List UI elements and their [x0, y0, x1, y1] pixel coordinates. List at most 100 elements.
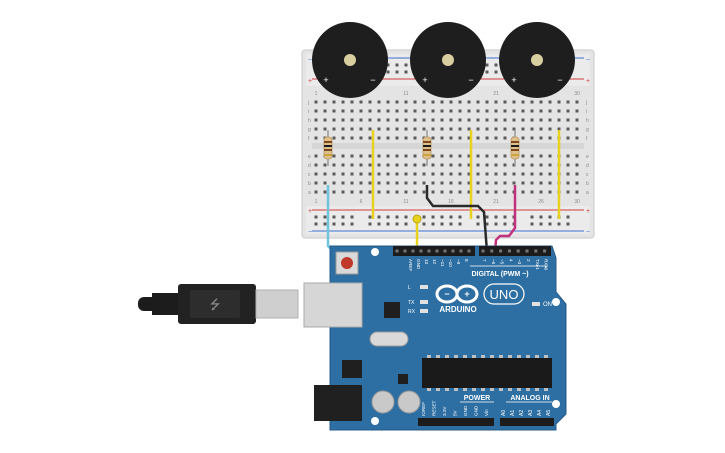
terminal-hole[interactable] [476, 163, 480, 167]
terminal-hole[interactable] [413, 109, 417, 113]
rail-hole[interactable] [494, 215, 498, 219]
terminal-hole[interactable] [332, 118, 336, 122]
terminal-hole[interactable] [566, 136, 570, 140]
terminal-hole[interactable] [458, 109, 462, 113]
terminal-hole[interactable] [395, 109, 399, 113]
terminal-hole[interactable] [332, 190, 336, 194]
terminal-hole[interactable] [539, 118, 543, 122]
terminal-hole[interactable] [494, 136, 498, 140]
terminal-hole[interactable] [539, 190, 543, 194]
terminal-hole[interactable] [521, 100, 525, 104]
terminal-hole[interactable] [377, 172, 381, 176]
terminal-hole[interactable] [449, 181, 453, 185]
terminal-hole[interactable] [395, 154, 399, 158]
terminal-hole[interactable] [476, 136, 480, 140]
terminal-hole[interactable] [503, 172, 507, 176]
terminal-hole[interactable] [521, 181, 525, 185]
terminal-hole[interactable] [323, 118, 327, 122]
terminal-hole[interactable] [485, 154, 489, 158]
terminal-hole[interactable] [503, 154, 507, 158]
terminal-hole[interactable] [413, 190, 417, 194]
terminal-hole[interactable] [467, 109, 471, 113]
piezo-buzzer[interactable]: + − [410, 22, 486, 98]
terminal-hole[interactable] [350, 136, 354, 140]
terminal-hole[interactable] [440, 172, 444, 176]
terminal-hole[interactable] [359, 172, 363, 176]
rail-hole[interactable] [449, 222, 453, 226]
terminal-hole[interactable] [431, 163, 435, 167]
terminal-hole[interactable] [440, 163, 444, 167]
terminal-hole[interactable] [440, 136, 444, 140]
terminal-hole[interactable] [575, 118, 579, 122]
terminal-hole[interactable] [530, 118, 534, 122]
rail-hole[interactable] [431, 222, 435, 226]
rail-hole[interactable] [485, 63, 489, 67]
terminal-hole[interactable] [440, 154, 444, 158]
terminal-hole[interactable] [341, 154, 345, 158]
terminal-hole[interactable] [359, 190, 363, 194]
terminal-hole[interactable] [458, 190, 462, 194]
terminal-hole[interactable] [548, 181, 552, 185]
terminal-hole[interactable] [368, 118, 372, 122]
terminal-hole[interactable] [323, 127, 327, 131]
terminal-hole[interactable] [440, 181, 444, 185]
terminal-hole[interactable] [476, 181, 480, 185]
terminal-hole[interactable] [449, 118, 453, 122]
terminal-hole[interactable] [440, 127, 444, 131]
rail-hole[interactable] [386, 63, 390, 67]
terminal-hole[interactable] [521, 118, 525, 122]
terminal-hole[interactable] [332, 136, 336, 140]
terminal-hole[interactable] [341, 109, 345, 113]
terminal-hole[interactable] [503, 190, 507, 194]
rail-hole[interactable] [395, 222, 399, 226]
terminal-hole[interactable] [440, 109, 444, 113]
terminal-hole[interactable] [422, 109, 426, 113]
rail-hole[interactable] [341, 215, 345, 219]
terminal-hole[interactable] [458, 136, 462, 140]
terminal-hole[interactable] [557, 127, 561, 131]
rail-hole[interactable] [476, 215, 480, 219]
terminal-hole[interactable] [404, 127, 408, 131]
terminal-hole[interactable] [449, 109, 453, 113]
terminal-hole[interactable] [395, 172, 399, 176]
terminal-hole[interactable] [395, 118, 399, 122]
terminal-hole[interactable] [404, 172, 408, 176]
terminal-hole[interactable] [377, 154, 381, 158]
terminal-hole[interactable] [566, 109, 570, 113]
terminal-hole[interactable] [386, 154, 390, 158]
terminal-hole[interactable] [512, 109, 516, 113]
rail-hole[interactable] [404, 222, 408, 226]
terminal-hole[interactable] [413, 127, 417, 131]
terminal-hole[interactable] [404, 154, 408, 158]
terminal-hole[interactable] [485, 181, 489, 185]
terminal-hole[interactable] [449, 163, 453, 167]
terminal-hole[interactable] [485, 100, 489, 104]
piezo-buzzer[interactable]: + − [499, 22, 575, 98]
rail-hole[interactable] [395, 215, 399, 219]
terminal-hole[interactable] [566, 181, 570, 185]
terminal-hole[interactable] [548, 172, 552, 176]
terminal-hole[interactable] [512, 163, 516, 167]
terminal-hole[interactable] [422, 127, 426, 131]
terminal-hole[interactable] [413, 118, 417, 122]
terminal-hole[interactable] [341, 127, 345, 131]
terminal-hole[interactable] [386, 190, 390, 194]
terminal-hole[interactable] [494, 154, 498, 158]
rail-hole[interactable] [548, 222, 552, 226]
terminal-hole[interactable] [521, 136, 525, 140]
terminal-hole[interactable] [458, 163, 462, 167]
terminal-hole[interactable] [530, 181, 534, 185]
terminal-hole[interactable] [386, 136, 390, 140]
terminal-hole[interactable] [503, 181, 507, 185]
terminal-hole[interactable] [503, 118, 507, 122]
terminal-hole[interactable] [368, 127, 372, 131]
terminal-hole[interactable] [557, 100, 561, 104]
rail-hole[interactable] [386, 215, 390, 219]
header-pin[interactable] [443, 249, 447, 253]
terminal-hole[interactable] [539, 136, 543, 140]
terminal-hole[interactable] [521, 163, 525, 167]
terminal-hole[interactable] [566, 100, 570, 104]
terminal-hole[interactable] [530, 109, 534, 113]
terminal-hole[interactable] [503, 136, 507, 140]
terminal-hole[interactable] [386, 109, 390, 113]
